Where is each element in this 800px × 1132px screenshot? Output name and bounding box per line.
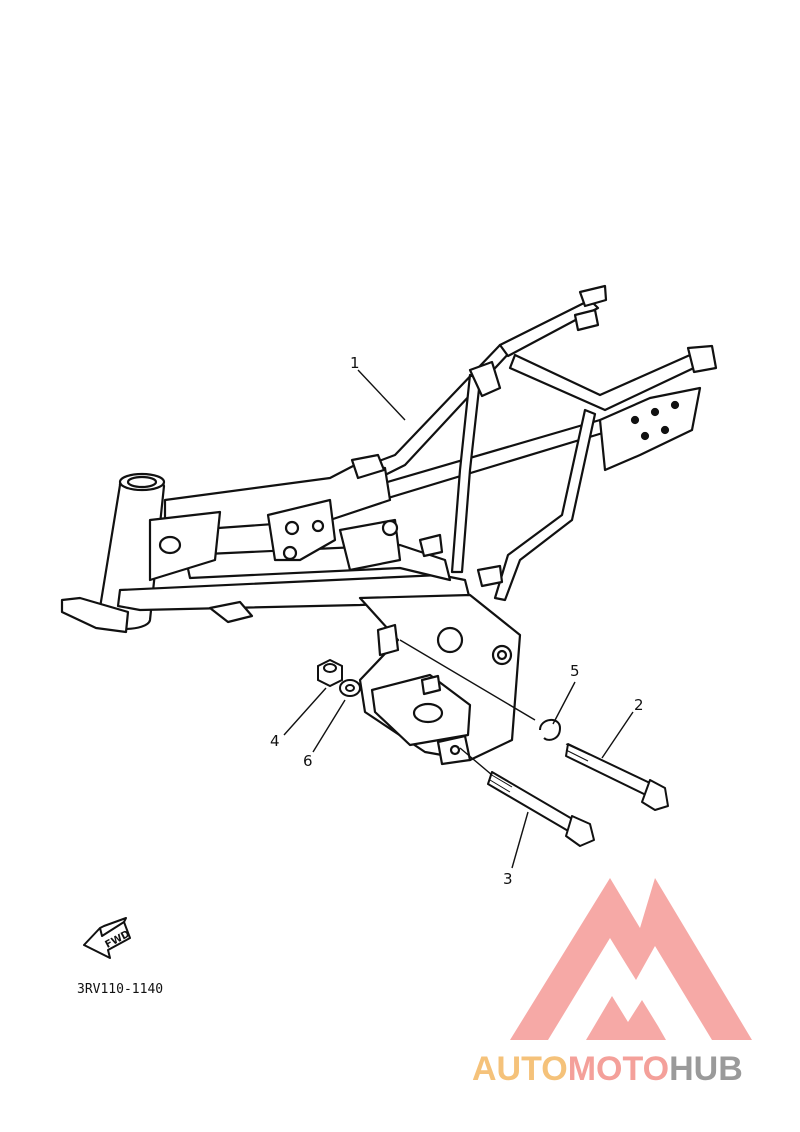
- watermark-logo-icon: [510, 878, 752, 1040]
- motorcycle-frame: [60, 284, 718, 766]
- diagram-part-number: 3RV110-1140: [77, 982, 163, 997]
- callout-5: 5: [570, 662, 580, 680]
- leader-lines: [283, 369, 634, 869]
- callout-2: 2: [634, 696, 644, 714]
- washer-6: [339, 679, 361, 697]
- watermark-moto: MOTO: [568, 1050, 669, 1088]
- bolt-3: [487, 771, 595, 847]
- callout-6: 6: [303, 752, 313, 770]
- bolt-2: [565, 743, 669, 811]
- watermark-text: AUTOMOTOHUB: [472, 1050, 743, 1088]
- callout-1: 1: [350, 354, 360, 372]
- callout-3: 3: [503, 870, 513, 888]
- nut-4: [317, 658, 343, 688]
- forward-arrow-icon: FWD: [83, 917, 132, 959]
- callout-4: 4: [270, 732, 280, 750]
- circlip-5: [539, 719, 562, 741]
- watermark-auto: AUTO: [472, 1050, 568, 1088]
- watermark-hub: HUB: [669, 1050, 743, 1088]
